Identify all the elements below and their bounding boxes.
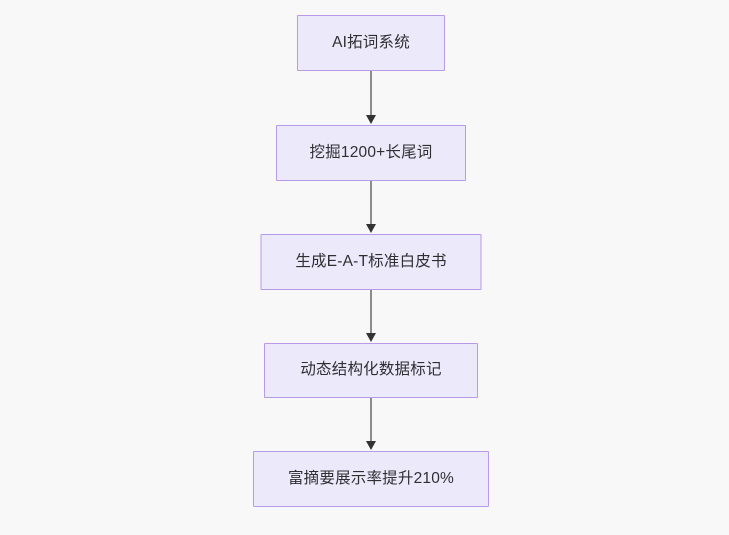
edge-n2-n3-arrowhead xyxy=(366,224,376,233)
flow-node-label: 动态结构化数据标记 xyxy=(300,361,442,379)
edge-n4-n5-arrowhead xyxy=(366,441,376,450)
flow-node-label: 生成E-A-T标准白皮书 xyxy=(295,252,447,270)
flow-node-ai-keyword-system[interactable]: AI拓词系统 xyxy=(297,15,445,71)
flow-node-dynamic-structured-data-markup[interactable]: 动态结构化数据标记 xyxy=(264,343,478,398)
edge-n3-n4-arrowhead xyxy=(366,333,376,342)
edge-n3-n4 xyxy=(370,290,372,335)
flow-node-label: 富摘要展示率提升210% xyxy=(287,469,455,487)
edge-n2-n3 xyxy=(370,181,372,226)
flow-node-rich-snippet-impression-lift[interactable]: 富摘要展示率提升210% xyxy=(253,451,489,507)
flow-node-generate-eat-whitepaper[interactable]: 生成E-A-T标准白皮书 xyxy=(260,234,482,290)
edge-n4-n5 xyxy=(370,398,372,443)
flow-node-label: AI拓词系统 xyxy=(332,33,410,51)
edge-n1-n2-arrowhead xyxy=(366,115,376,124)
flow-node-label: 挖掘1200+长尾词 xyxy=(309,143,433,161)
flow-node-mine-longtail-keywords[interactable]: 挖掘1200+长尾词 xyxy=(276,125,466,181)
edge-n1-n2 xyxy=(370,71,372,117)
